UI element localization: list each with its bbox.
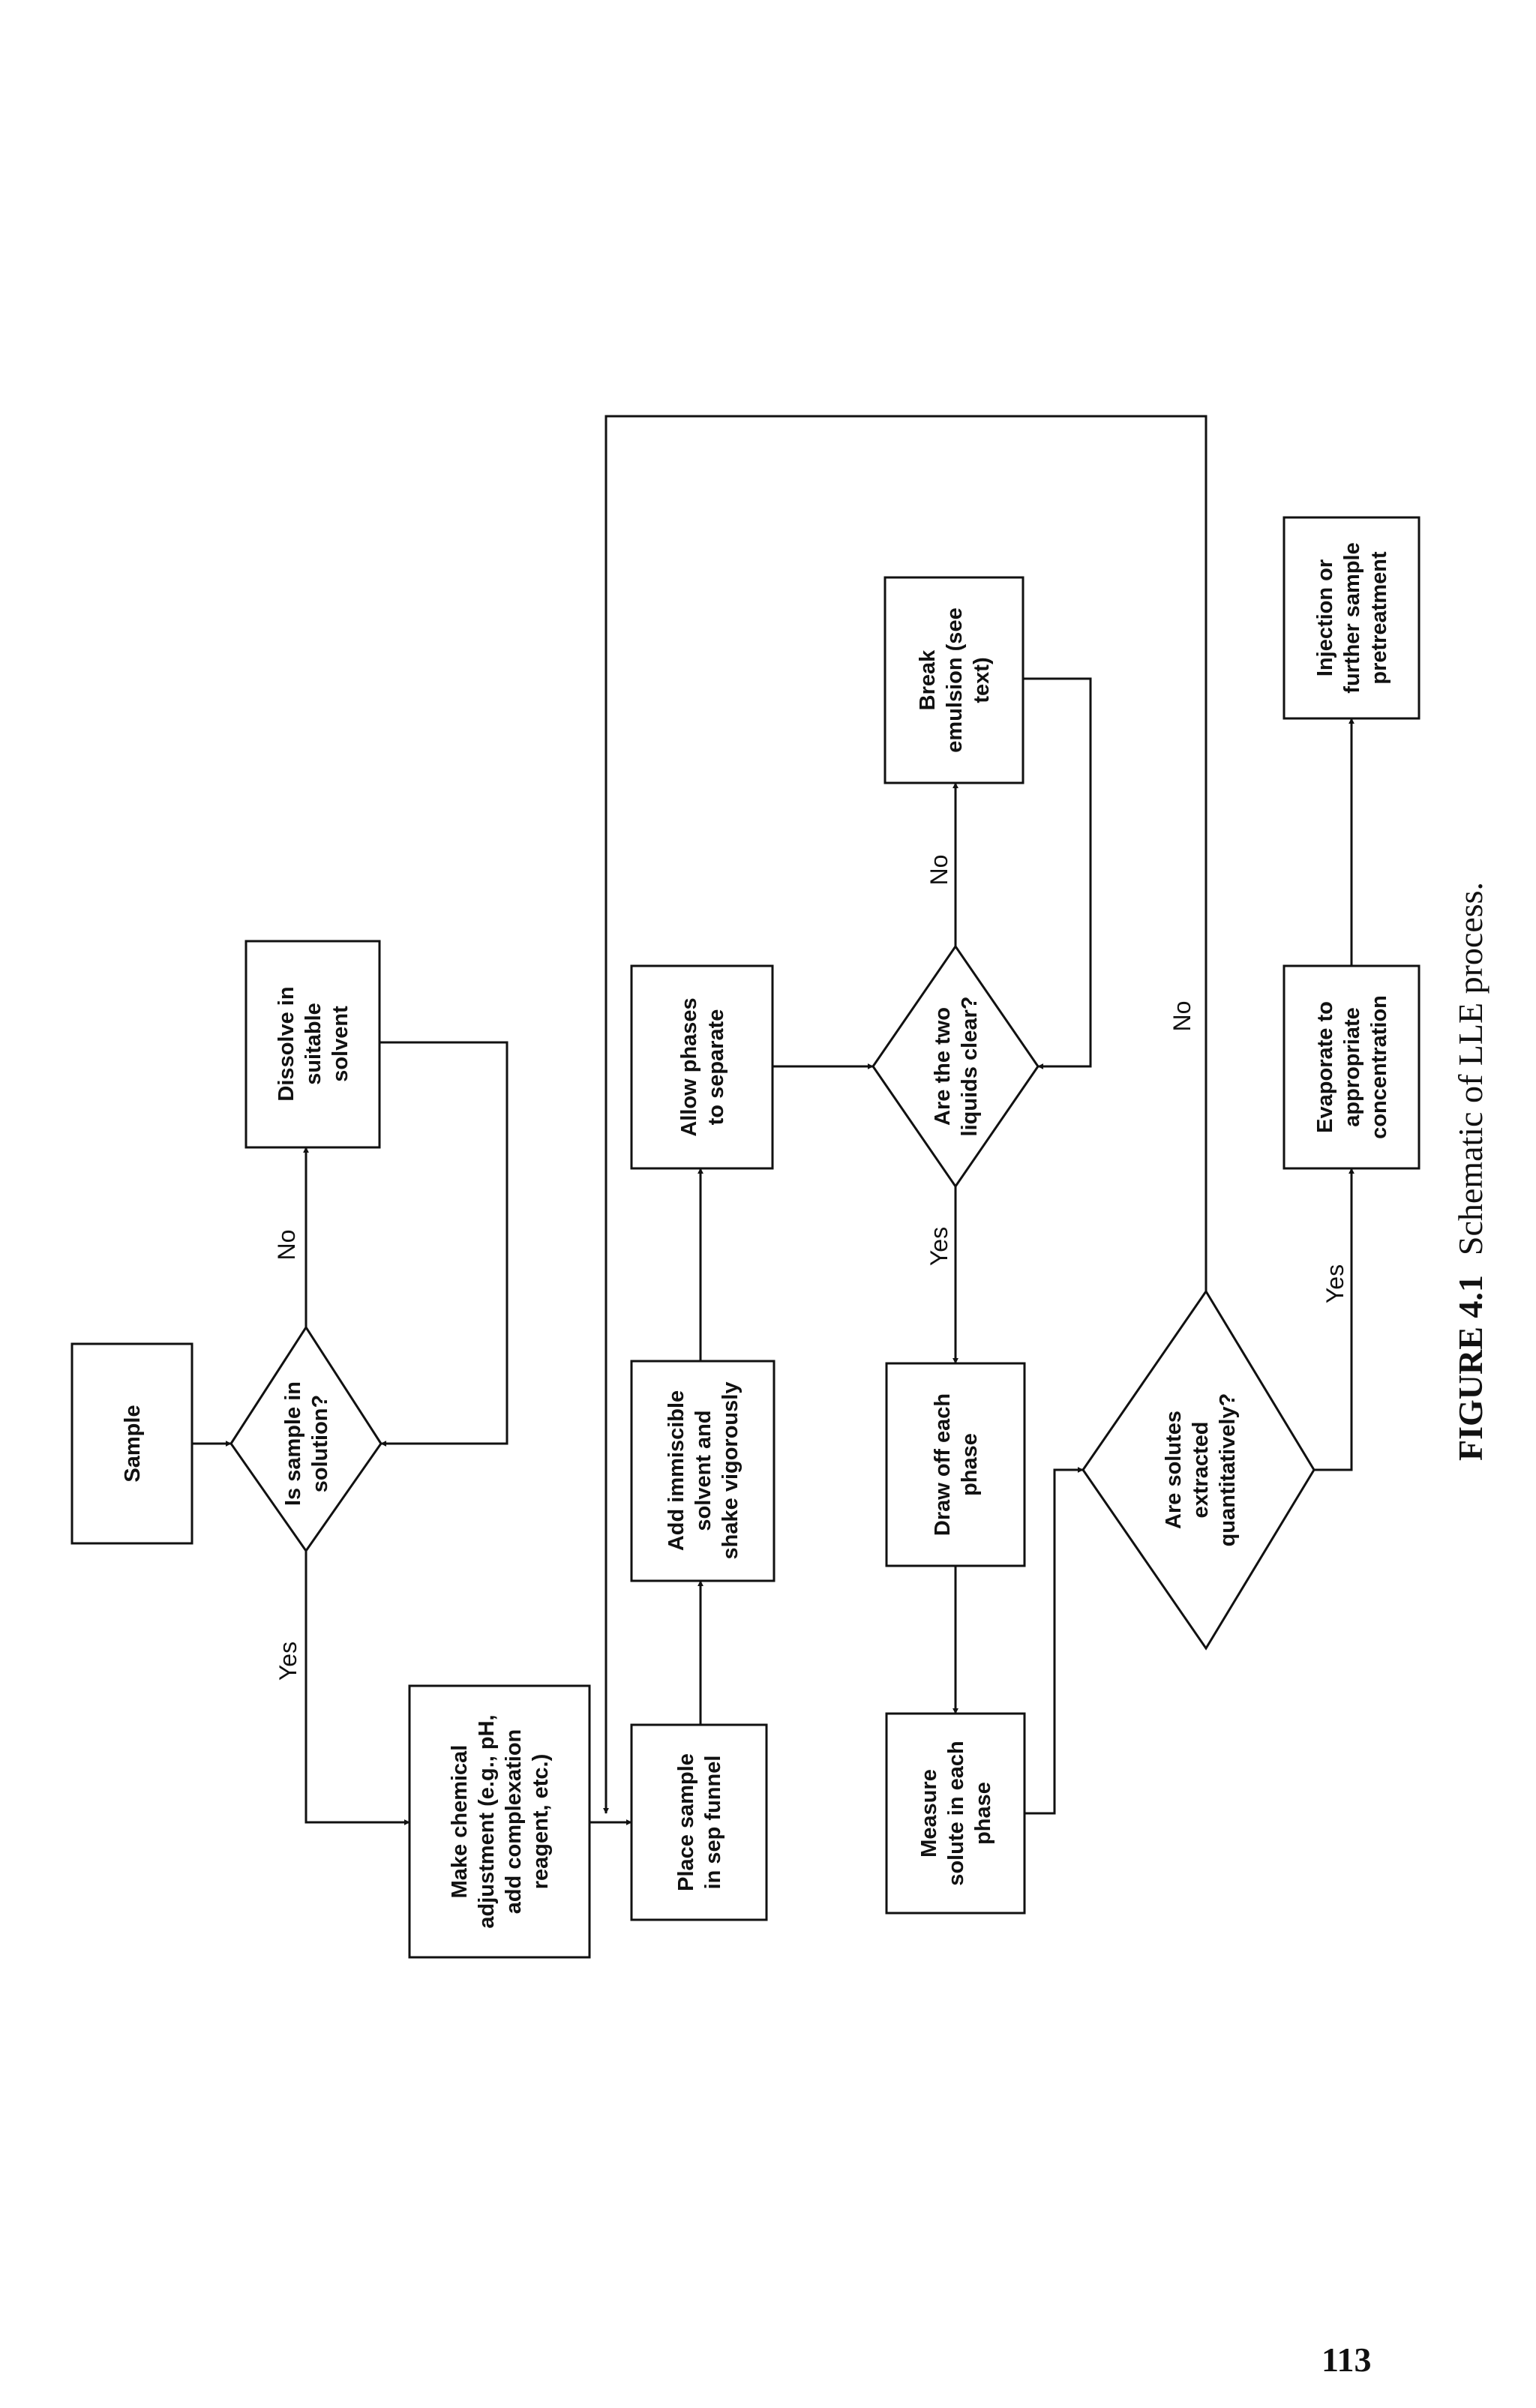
label-clear-no: No xyxy=(926,855,952,886)
node-sample-label: Sample xyxy=(121,1405,145,1482)
label-line: adjustment (e.g., pH, xyxy=(475,1714,499,1928)
label-line: solvent and xyxy=(692,1410,716,1531)
edge-break-return xyxy=(1023,677,1092,1069)
label-extracted-yes: Yes xyxy=(1322,1264,1348,1303)
label-line: Place sample xyxy=(674,1753,698,1891)
edge-extracted-no-loop xyxy=(603,415,1208,1814)
label-line: Is sample in xyxy=(281,1381,305,1506)
label-line: appropriate xyxy=(1340,1007,1364,1127)
label-line: add complexation xyxy=(502,1729,526,1915)
label-line: solution? xyxy=(308,1395,332,1492)
figure-caption-text: Schematic of LLE process. xyxy=(1451,882,1490,1255)
label-line: phase xyxy=(958,1433,982,1496)
label-line: solvent xyxy=(328,1006,352,1082)
label-line: extracted xyxy=(1189,1422,1213,1519)
label-extracted-no: No xyxy=(1168,1001,1196,1032)
label-line: Make chemical xyxy=(448,1745,472,1899)
label-line: Injection or xyxy=(1313,559,1337,676)
label-line: shake vigorously xyxy=(718,1382,742,1560)
label-solution-yes: Yes xyxy=(274,1642,302,1681)
label-line: Add immiscible xyxy=(664,1390,688,1551)
edge-measure-to-extracted xyxy=(1024,1467,1084,1815)
label-line: Are the two xyxy=(931,1007,955,1126)
label-line: Dissolve in xyxy=(274,986,298,1101)
label-line: text) xyxy=(970,657,994,703)
figure-caption-label: FIGURE 4.1 xyxy=(1451,1275,1490,1461)
edge-extracted-yes-to-evaporate xyxy=(1314,1168,1354,1471)
label-line: Sample xyxy=(121,1405,145,1482)
label-line: Measure xyxy=(917,1769,941,1858)
node-sample: Sample xyxy=(70,1342,194,1545)
label-solution-no: No xyxy=(273,1230,300,1261)
label-line: emulsion (see xyxy=(943,607,967,752)
page-number: 113 xyxy=(1322,2341,1372,2379)
label-clear-yes: Yes xyxy=(926,1227,952,1266)
label-line: to separate xyxy=(704,1009,728,1126)
label-line: concentration xyxy=(1367,995,1391,1139)
label-line: Evaporate to xyxy=(1313,1001,1337,1133)
label-line: reagent, etc.) xyxy=(529,1754,553,1890)
label-line: further sample xyxy=(1340,542,1364,693)
label-line: Draw off each xyxy=(931,1393,955,1536)
edge-dissolve-return xyxy=(380,1041,508,1447)
figure-caption: FIGURE 4.1 Schematic of LLE process. xyxy=(1451,882,1490,1461)
label-line: quantitatively? xyxy=(1216,1393,1240,1547)
label-line: liquids clear? xyxy=(958,997,982,1137)
label-line: phase xyxy=(971,1782,995,1845)
edge-decision-yes-to-adjust xyxy=(304,1551,410,1825)
label-line: in sep funnel xyxy=(701,1756,725,1890)
label-line: solute in each xyxy=(944,1741,968,1885)
label-line: suitable xyxy=(302,1003,326,1085)
label-line: pretreatment xyxy=(1367,551,1391,685)
label-line: Are solutes xyxy=(1162,1411,1186,1529)
label-line: Allow phases xyxy=(677,997,701,1136)
label-line: Break xyxy=(916,649,940,710)
